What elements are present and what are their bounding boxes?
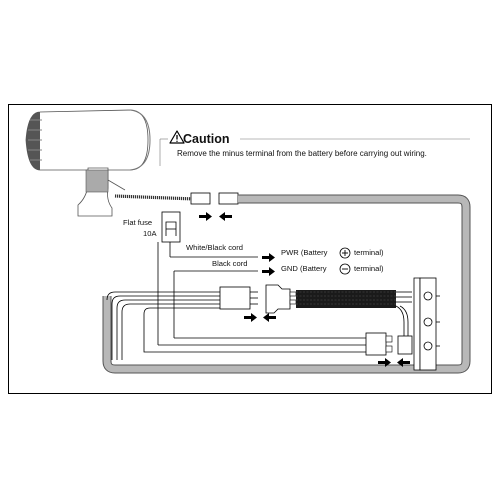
pwr-terminal-label: terminal) <box>354 248 384 257</box>
gauge-unit <box>25 109 151 217</box>
flat-fuse-label: Flat fuse <box>123 218 153 227</box>
arrow-right-icon <box>199 212 212 221</box>
arrow-left-icon <box>263 313 276 322</box>
gnd-terminal-label: terminal) <box>354 264 384 273</box>
black-cable <box>296 290 412 336</box>
arrow-right-icon <box>262 253 275 262</box>
right-connector <box>365 332 393 356</box>
arrow-right-icon <box>378 358 391 367</box>
left-connector <box>219 284 297 314</box>
gnd-label: GND (Battery <box>281 264 327 273</box>
sensor-plate <box>397 277 440 371</box>
minus-circle-icon <box>339 263 351 275</box>
flat-fuse <box>161 211 181 243</box>
arrow-left-icon <box>397 358 410 367</box>
warning-icon <box>169 130 185 144</box>
wire-bundle <box>106 291 366 360</box>
black-cord-label: Black cord <box>212 259 248 268</box>
caution-title: Caution <box>183 132 230 146</box>
white-black-cord-label: White/Black cord <box>186 243 243 252</box>
arrow-right-icon <box>262 267 275 276</box>
plus-circle-icon <box>339 247 351 259</box>
diagram-frame <box>8 104 492 394</box>
fuse-rating-label: 10A <box>143 229 157 238</box>
arrow-left-icon <box>219 212 232 221</box>
caution-box <box>160 138 471 167</box>
arrow-right-icon <box>244 313 257 322</box>
caution-message: Remove the minus terminal from the batte… <box>177 149 427 158</box>
pwr-label: PWR (Battery <box>281 248 328 257</box>
gauge-cable <box>114 192 239 205</box>
main-harness <box>102 194 471 374</box>
